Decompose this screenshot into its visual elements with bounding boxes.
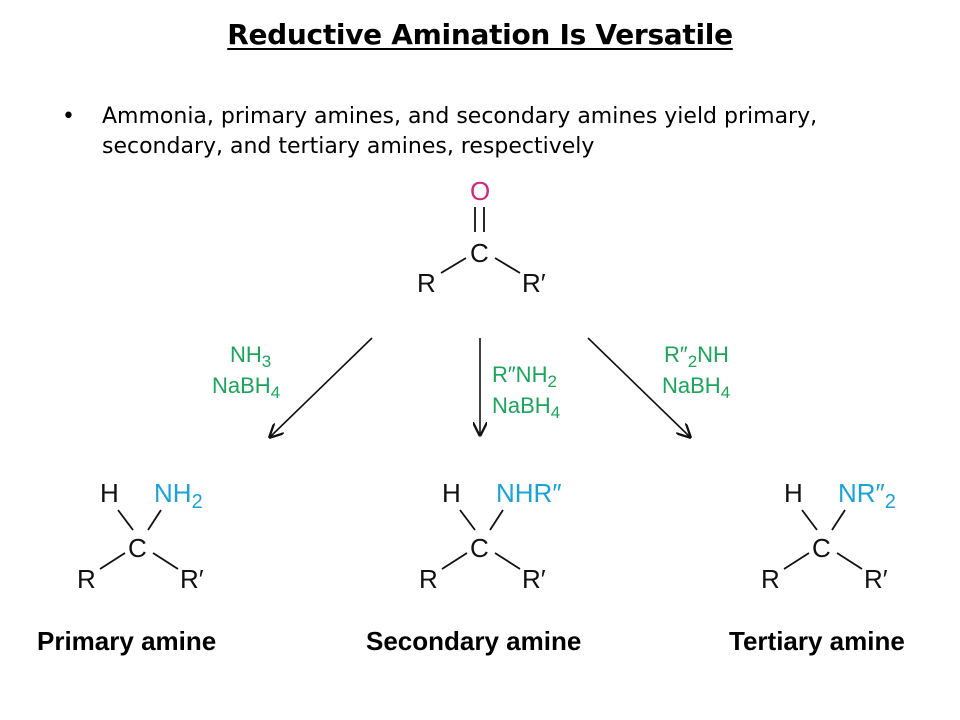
bond-n-carbon [147, 509, 162, 531]
product-right-group: R′ [522, 564, 546, 594]
reagent-right-amine-post: NH [697, 342, 729, 367]
product-amine-sub: 2 [885, 491, 896, 513]
reagent-middle-reductant-sub: 4 [551, 403, 560, 422]
product-carbon: C [812, 533, 831, 563]
bond-carbon-r [783, 552, 810, 570]
svg-text:NR″2: NR″2 [838, 478, 896, 513]
left-group: R [417, 268, 436, 298]
reagent-left-reductant: NaBH [212, 373, 271, 398]
product-caption: Primary amine [37, 626, 216, 656]
carbonyl-carbon: C [470, 238, 489, 268]
bond-carbon-rprime [152, 552, 179, 570]
product-tertiary-amine: H NR″2 C R R′ Tertiary amine [729, 478, 905, 656]
bond-n-carbon [489, 509, 504, 531]
svg-text:NaBH4: NaBH4 [212, 373, 280, 402]
svg-text:NaBH4: NaBH4 [662, 373, 730, 402]
bond-carbon-rprime [494, 552, 521, 570]
svg-text:NH3: NH3 [230, 342, 271, 371]
product-amine-group: NH [154, 478, 192, 508]
bond-h-carbon [117, 509, 134, 531]
product-left-group: R [761, 564, 780, 594]
bond-carbon-rprime [836, 552, 863, 570]
bond-carbon-r [440, 257, 467, 274]
bond-carbon-rprime [494, 257, 521, 274]
product-secondary-amine: H NHR″ C R R′ Secondary amine [366, 478, 581, 656]
reagent-right-amine-pre: R″ [664, 342, 688, 367]
product-hydrogen: H [442, 478, 461, 508]
svg-text:NH2: NH2 [154, 478, 203, 513]
product-caption: Tertiary amine [729, 626, 905, 656]
product-hydrogen: H [784, 478, 803, 508]
reagent-middle-amine: R″NH [492, 362, 547, 387]
svg-text:R″NH2: R″NH2 [492, 362, 557, 391]
bond-n-carbon [831, 509, 846, 531]
product-amine-group: NR″ [838, 478, 885, 508]
reagent-left-amine: NH [230, 342, 262, 367]
product-caption: Secondary amine [366, 626, 581, 656]
reagent-right: R″2NH NaBH4 [662, 342, 730, 402]
product-left-group: R [419, 564, 438, 594]
product-primary-amine: H NH2 C R R′ Primary amine [37, 478, 216, 656]
reagent-middle-amine-sub: 2 [547, 372, 556, 391]
product-carbon: C [128, 533, 147, 563]
reagent-right-reductant: NaBH [662, 373, 721, 398]
product-amine-group: NHR″ [496, 478, 562, 508]
reagent-right-reductant-sub: 4 [721, 383, 730, 402]
svg-text:NHR″: NHR″ [496, 478, 562, 508]
bond-carbon-r [99, 552, 126, 570]
ketone-reactant: O C R R′ [417, 176, 546, 298]
product-carbon: C [470, 533, 489, 563]
reagent-left: NH3 NaBH4 [212, 342, 280, 402]
product-hydrogen: H [100, 478, 119, 508]
bond-h-carbon [459, 509, 476, 531]
arrow-right [587, 337, 690, 437]
right-group: R′ [522, 268, 546, 298]
arrow-left [270, 337, 373, 437]
product-left-group: R [77, 564, 96, 594]
bullet-point: • Ammonia, primary amines, and secondary… [62, 102, 922, 162]
slide-title: Reductive Amination Is Versatile [227, 18, 733, 51]
product-right-group: R′ [864, 564, 888, 594]
svg-text:R″2NH: R″2NH [664, 342, 729, 371]
svg-text:NaBH4: NaBH4 [492, 393, 560, 422]
reagent-middle-reductant: NaBH [492, 393, 551, 418]
reagent-left-reductant-sub: 4 [271, 383, 280, 402]
product-right-group: R′ [180, 564, 204, 594]
reagent-right-amine-sub: 2 [688, 352, 697, 371]
product-amine-sub: 2 [192, 491, 203, 513]
bullet-marker: • [62, 104, 75, 129]
oxygen-atom: O [470, 176, 490, 206]
bond-carbon-r [441, 552, 468, 570]
reagent-left-amine-sub: 3 [262, 352, 271, 371]
bond-h-carbon [801, 509, 818, 531]
reagent-middle: R″NH2 NaBH4 [492, 362, 560, 422]
bullet-text: Ammonia, primary amines, and secondary a… [102, 104, 818, 159]
